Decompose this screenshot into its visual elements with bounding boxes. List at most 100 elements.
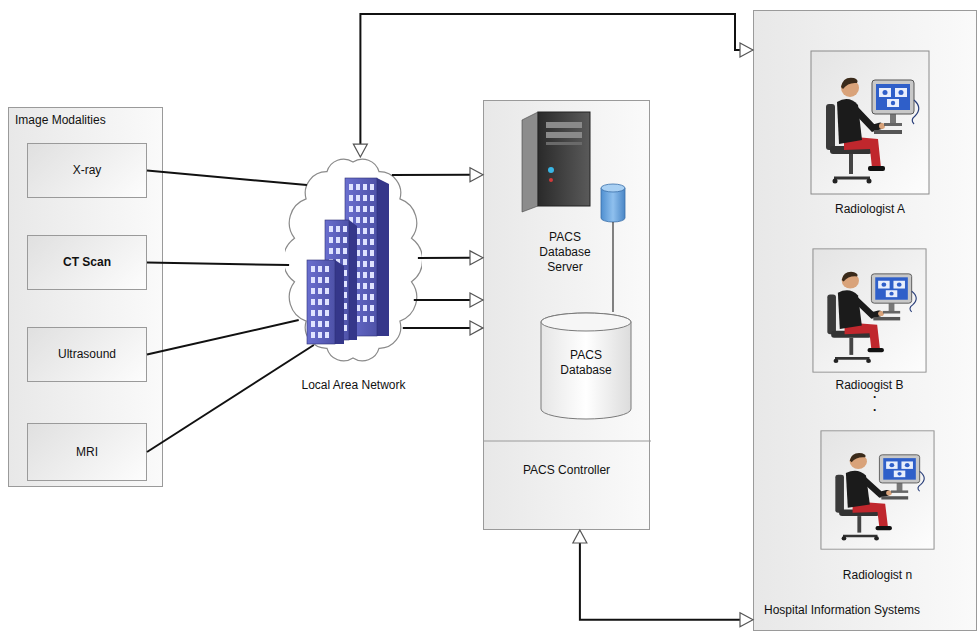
radiologist-station-art-part (874, 130, 902, 134)
connector-line (580, 543, 740, 620)
building-window (329, 226, 333, 232)
server-node-art-part (549, 178, 553, 182)
radiologist-frame (813, 249, 926, 372)
node-label: Radiologist A (810, 202, 930, 217)
node-label: PACS Database Server (534, 230, 596, 275)
radiologist-station-art-part (875, 277, 908, 299)
radiologist-station-art-part (843, 535, 878, 537)
server-node-art-part (546, 132, 582, 138)
building-window (336, 226, 340, 232)
radiologist-station-art-part (891, 101, 895, 105)
node-label: Ultrasound (54, 347, 120, 362)
modality-box: X-ray (27, 143, 147, 198)
node-label: X-ray (69, 163, 106, 178)
node-label: PACS Database (546, 348, 626, 378)
radiologist-station-art-part (893, 281, 905, 289)
radiologist-station-art-part (881, 496, 908, 499)
building-window (370, 228, 374, 234)
radiologist-station-art-part (835, 475, 844, 513)
radiologist-station-art-part (895, 88, 907, 97)
radiologist-station-art-part (837, 99, 862, 144)
building-window (363, 228, 367, 234)
connector (147, 171, 307, 186)
server-node-art-part (601, 188, 625, 222)
arrow-head (353, 144, 367, 157)
connector (418, 251, 483, 265)
building-face (307, 260, 335, 344)
radiologist-station-art-part (897, 282, 902, 286)
building-window (363, 316, 367, 322)
building-window (356, 206, 360, 212)
his-panel: Hospital Information SystemsRadiologist … (753, 10, 977, 631)
arrow-head (573, 530, 587, 543)
network-cloud: Local Area Network (285, 148, 422, 393)
radiologist-station-art-part (838, 290, 862, 329)
radiologist-station-art-part (889, 292, 893, 296)
radiologist-station: Radiologist A (810, 50, 930, 220)
radiologist-station-art-part (835, 357, 870, 360)
node-label: Image Modalities (15, 113, 168, 128)
building-window (363, 239, 367, 245)
group-panel: Image ModalitiesX-rayCT ScanUltrasoundMR… (8, 107, 163, 487)
building-window (363, 305, 367, 311)
building-window (311, 266, 315, 272)
server-node-art-part (601, 184, 625, 192)
building-side (349, 220, 357, 340)
building-window (343, 259, 347, 265)
building-window (363, 206, 367, 212)
radiologist-station-art-part (866, 359, 871, 363)
connector (353, 14, 753, 157)
radiologist-station-art-part (849, 338, 853, 355)
radiologist-station-art-part (868, 166, 885, 171)
radiologist-station-art-part (879, 455, 919, 483)
building-window (370, 206, 374, 212)
radiologist-illustration (810, 50, 930, 195)
server-node-art-part (538, 112, 590, 206)
radiologist-station-art-part (889, 303, 895, 312)
node-label: Radiologist n (820, 568, 935, 583)
radiologist-station-art-part (879, 88, 891, 97)
building-window (356, 184, 360, 190)
radiologist-station-art-part (901, 461, 913, 468)
building-window (311, 332, 315, 338)
building-window (311, 277, 315, 283)
radiologist-station-art-part (912, 100, 919, 124)
arrow-head (470, 321, 483, 335)
radiologist-station-art-part (833, 179, 838, 184)
building-window (318, 288, 322, 294)
connector-line (418, 257, 470, 259)
building-window (370, 283, 374, 289)
connector-line (360, 14, 740, 144)
radiologist-station-art-part (874, 536, 879, 540)
server-node: PACS Database Server (518, 108, 628, 280)
building-window (370, 217, 374, 223)
radiologist-illustration (820, 430, 935, 550)
building-window (325, 288, 329, 294)
building-window (370, 184, 374, 190)
radiologist-station-art-part (871, 274, 911, 303)
building-window (356, 217, 360, 223)
server-node-art-part (612, 222, 613, 280)
arrow-head (740, 613, 753, 627)
building-window (336, 237, 340, 243)
server-node-art-part (546, 142, 582, 145)
modality-box: MRI (27, 423, 147, 481)
building-window (325, 266, 329, 272)
server-node-art-part (546, 122, 582, 128)
radiologist-station-art-part (841, 78, 858, 89)
database-node-art-part (541, 313, 631, 419)
radiologist-station-art-part (910, 291, 916, 312)
connector-line (147, 320, 299, 355)
node-label: MRI (72, 445, 102, 460)
radiologist-station-art-part (918, 471, 924, 491)
radiologist-station: Radiologist n (820, 430, 935, 590)
arrow-head (470, 251, 483, 265)
building-window (363, 217, 367, 223)
modality-box: CT Scan (27, 235, 147, 290)
connector (573, 530, 753, 627)
building-window (343, 237, 347, 243)
building-window (370, 239, 374, 245)
radiologist-station-art-part (889, 463, 894, 467)
building-window (370, 250, 374, 256)
radiologist-station-art-part (876, 526, 892, 530)
